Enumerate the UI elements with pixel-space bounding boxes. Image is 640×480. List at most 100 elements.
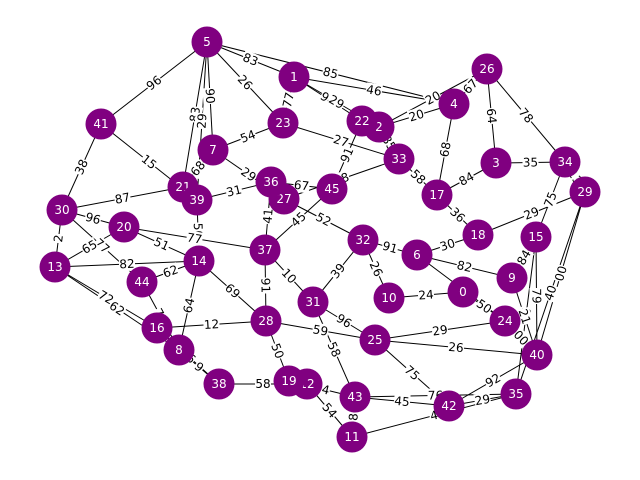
edge-weight-label: 31 (225, 182, 243, 199)
edge-weight-group: 92 (482, 370, 504, 391)
edge-weight-group: 59 (311, 322, 330, 339)
edge-weight-label: 54 (319, 400, 340, 421)
edge-weight-group: 72 (95, 287, 117, 308)
edge-weight-background (447, 339, 465, 356)
node-label: 34 (557, 155, 572, 169)
edge-weight-label: 50 (268, 341, 287, 360)
edge-weight-background (292, 177, 311, 194)
edge-weight-background (482, 370, 504, 391)
edge-weight-background (313, 209, 334, 230)
edge-weight-label: 77 (280, 91, 297, 109)
node-label: 22 (354, 114, 369, 128)
edge-weight-group: 54 (318, 399, 341, 422)
node-circle (569, 176, 601, 208)
edge-weight-group: 24 (417, 287, 435, 303)
edge-weight-group: 87 (113, 190, 132, 207)
edge-weight-label: 54 (238, 127, 257, 146)
node-circle (316, 173, 348, 205)
edge-weight-group: 96 (333, 310, 355, 332)
node-label: 42 (441, 399, 456, 413)
edge-weight-group: 20 (422, 88, 444, 108)
edge-weight-label: 84 (514, 247, 534, 267)
edge-weight-background (83, 209, 103, 228)
edge-weight-label: 69 (222, 281, 243, 302)
edge-weight-label: 41 (260, 208, 275, 224)
node-label: 19 (281, 374, 296, 388)
edge-weight-label: 30 (438, 236, 457, 254)
edge-weight-group: 91 (258, 277, 273, 294)
node-label: 10 (381, 291, 396, 305)
edge-weight-group: 69 (221, 280, 244, 302)
node-36: 36 (255, 166, 287, 198)
node-circle (521, 339, 553, 371)
edge-weight-background (268, 341, 287, 361)
node-label: 16 (149, 321, 164, 335)
node-circle (39, 251, 71, 283)
node-37: 37 (249, 234, 281, 266)
node-label: 4 (450, 97, 458, 111)
node-circle (462, 219, 494, 251)
edge-weight-group: 15 (138, 151, 160, 173)
edge-weight-label: 96 (144, 73, 165, 93)
node-19: 19 (273, 365, 305, 397)
node-circle (520, 221, 552, 253)
edge-weight-group: 00 (552, 263, 570, 284)
edge-weight-group: 29 (194, 112, 210, 130)
edge-weight-label: 39 (328, 261, 348, 282)
edge-weight-group: 82 (118, 256, 136, 272)
edge-weight-group: 84 (513, 247, 535, 268)
edge-weight-background (287, 208, 310, 231)
node-circle (489, 305, 521, 337)
edge-weight-label: 20 (407, 107, 426, 125)
edge-weight-group: 40 (541, 283, 560, 303)
edge-weight-background (326, 91, 347, 113)
edge-weight-background (279, 90, 298, 110)
edge-label-layer: 8346942977269096838529677864203513750040… (51, 50, 586, 424)
node-circle (480, 147, 512, 179)
edge-weight-label: 20 (423, 88, 443, 108)
edge-weight-label: 64 (484, 108, 499, 125)
node-circle (181, 184, 213, 216)
edge-weight-label: 58 (325, 340, 344, 360)
node-14: 14 (183, 245, 215, 277)
node-circle (191, 26, 223, 58)
node-label: 29 (577, 185, 592, 199)
edge-weight-background (113, 190, 132, 207)
edge-weight-background (456, 169, 477, 189)
edge-weight-background (138, 151, 160, 173)
edge-weight-label: 72 (96, 288, 116, 308)
edge-weight-group: 75 (541, 189, 560, 210)
node-circle (183, 245, 215, 277)
node-11: 11 (336, 421, 368, 453)
edge-weight-group: 58 (324, 339, 344, 360)
edge-weight-background (255, 377, 271, 391)
node-18: 18 (462, 219, 494, 251)
edge-weight-label: 96 (84, 210, 102, 228)
node-circle (346, 105, 378, 137)
node-circle (297, 286, 329, 318)
edge-weight-group: 82 (455, 257, 474, 276)
edge-weight-label: 82 (455, 258, 473, 275)
node-circle (250, 305, 282, 337)
edge-weight-background (552, 263, 570, 284)
edge-weight-group: 26 (366, 258, 386, 280)
node-circle (336, 421, 368, 453)
edge-weight-label: 24 (418, 287, 434, 302)
node-33: 33 (383, 143, 415, 175)
node-circle (267, 107, 299, 139)
edge-weight-label: 46 (365, 82, 382, 98)
edge-weight-group: 77 (185, 230, 204, 247)
node-circle (421, 179, 453, 211)
node-label: 26 (479, 62, 494, 76)
node-label: 23 (275, 116, 290, 130)
node-label: 7 (209, 143, 217, 157)
node-17: 17 (421, 179, 453, 211)
edge-weight-background (459, 75, 482, 98)
edge-weight-background (541, 189, 560, 210)
node-35: 35 (500, 378, 532, 410)
node-label: 28 (258, 314, 273, 328)
edge-weight-label: 91 (338, 145, 357, 165)
edge-weight-background (151, 234, 172, 254)
edge-weight-background (417, 287, 435, 303)
node-8: 8 (163, 334, 195, 366)
